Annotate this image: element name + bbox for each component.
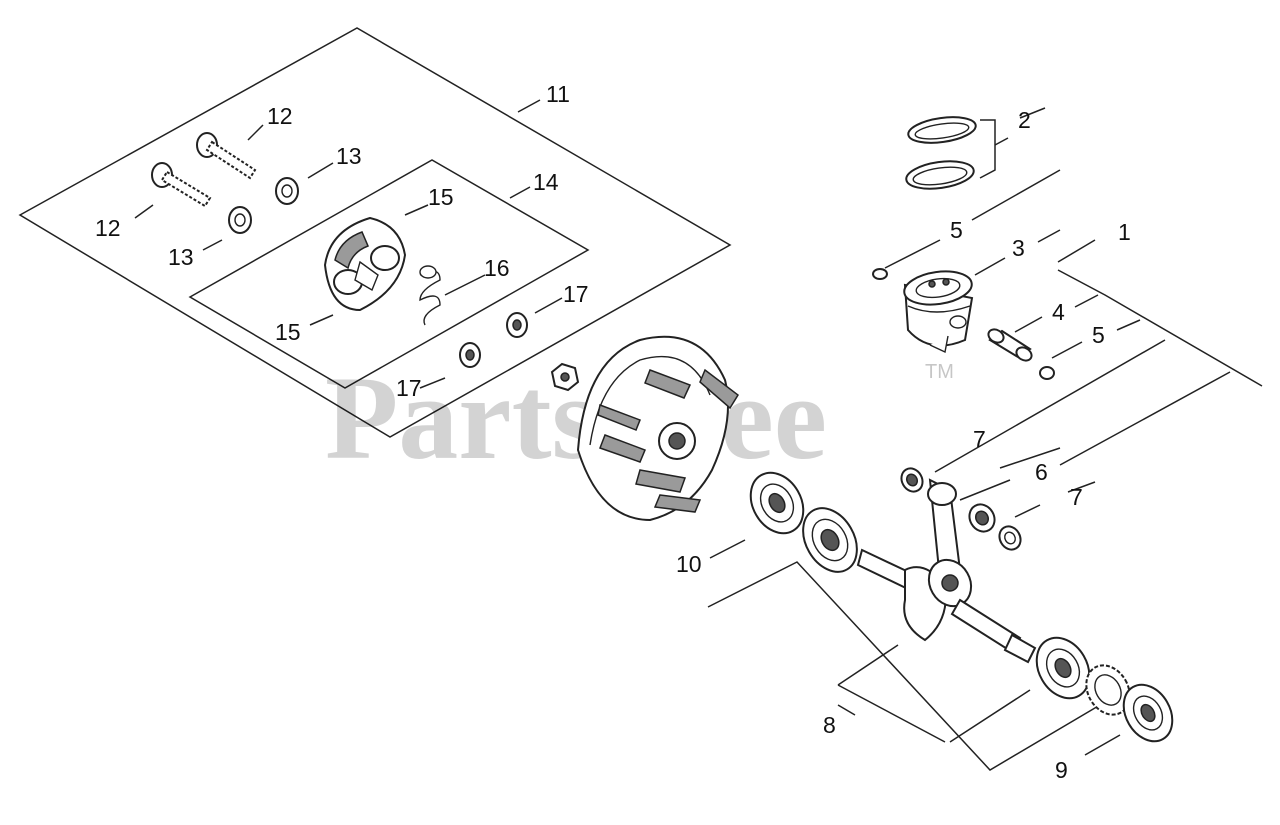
washer-13-lower bbox=[228, 206, 252, 234]
clutch-bolt-lower bbox=[151, 162, 212, 208]
leader-lines bbox=[134, 99, 1231, 756]
crankshaft bbox=[856, 478, 1037, 664]
clutch-bolt-upper bbox=[196, 132, 257, 180]
wrist-pin bbox=[987, 328, 1033, 362]
callout-5-right: 5 bbox=[1092, 322, 1105, 348]
bearing-crank-left bbox=[802, 507, 858, 573]
callout-6: 6 bbox=[1035, 459, 1048, 485]
circlip-left bbox=[872, 268, 888, 280]
flywheel bbox=[576, 335, 739, 522]
callout-17-bottom: 17 bbox=[396, 375, 422, 401]
clutch-shoes bbox=[323, 216, 407, 312]
frame-8 bbox=[707, 561, 1101, 771]
piston-rings bbox=[905, 116, 977, 190]
callout-7-right: 7 bbox=[1070, 484, 1083, 510]
callout-labels: 1 2 3 4 5 5 6 7 7 8 9 10 11 12 12 13 13 … bbox=[95, 81, 1131, 783]
callout-15-bottom: 15 bbox=[275, 319, 301, 345]
piston bbox=[903, 270, 974, 354]
needle-bearing-top bbox=[900, 467, 924, 493]
needle-bearing-6 bbox=[968, 503, 996, 533]
clutch-spring bbox=[419, 265, 441, 326]
washer-13-upper bbox=[275, 177, 299, 205]
washer-7 bbox=[998, 525, 1022, 551]
callout-11: 11 bbox=[546, 81, 570, 107]
bearing-10 bbox=[749, 471, 805, 535]
callout-1: 1 bbox=[1118, 219, 1131, 245]
frame-8-inner bbox=[837, 684, 946, 743]
callout-12-bottom: 12 bbox=[95, 215, 121, 241]
frame-11 bbox=[18, 27, 732, 438]
circlip-right bbox=[1039, 366, 1055, 380]
callout-7-top: 7 bbox=[973, 426, 986, 452]
callout-5-top: 5 bbox=[950, 217, 963, 243]
callout-14: 14 bbox=[533, 169, 559, 195]
group-frames bbox=[18, 27, 1263, 771]
callout-8: 8 bbox=[823, 712, 836, 738]
callout-9: 9 bbox=[1055, 757, 1068, 783]
callout-10: 10 bbox=[676, 551, 702, 577]
callout-15-top: 15 bbox=[428, 184, 454, 210]
callout-3: 3 bbox=[1012, 235, 1025, 261]
callout-13-top: 13 bbox=[336, 143, 362, 169]
callout-13-bottom: 13 bbox=[168, 244, 194, 270]
callout-17-top: 17 bbox=[563, 281, 589, 307]
bearing-crank-right bbox=[1035, 636, 1091, 700]
watermark-trademark: TM bbox=[925, 361, 954, 383]
callout-12-top: 12 bbox=[267, 103, 293, 129]
flywheel-nut bbox=[550, 362, 580, 392]
bearing-9 bbox=[1122, 683, 1174, 743]
callout-16: 16 bbox=[484, 255, 510, 281]
washer-17-lower bbox=[459, 342, 481, 368]
drive-gear bbox=[1085, 664, 1131, 716]
frame-14 bbox=[188, 159, 590, 389]
frame-1 bbox=[1057, 269, 1263, 387]
callout-2: 2 bbox=[1018, 107, 1031, 133]
washer-17-upper bbox=[506, 312, 528, 338]
callout-4: 4 bbox=[1052, 299, 1065, 325]
